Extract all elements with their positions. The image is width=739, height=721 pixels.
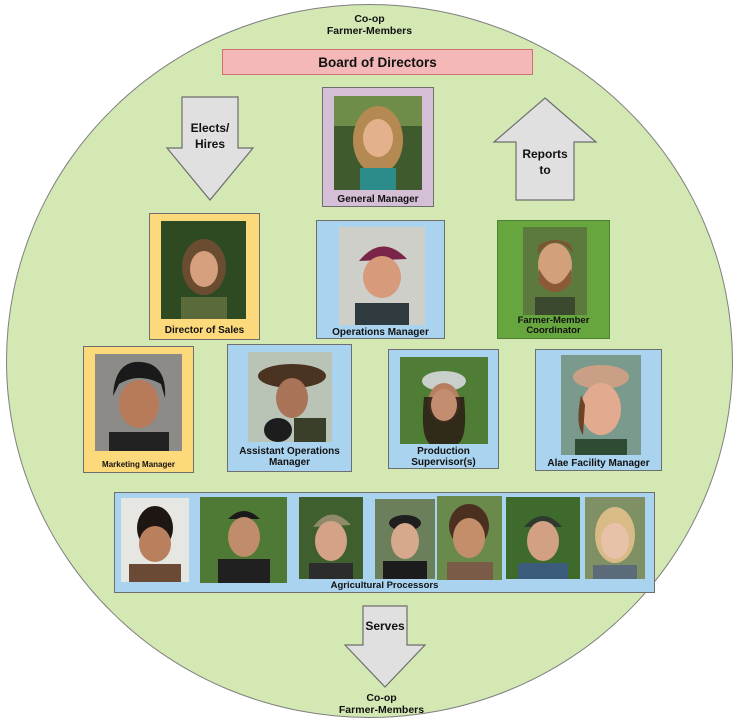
serves-arrow: Serves — [343, 605, 427, 689]
to-label: to — [539, 163, 551, 177]
bottom-label-line2: Farmer-Members — [338, 704, 425, 716]
production-label-line2: Supervisor(s) — [411, 457, 476, 468]
top-label-line2: Farmer-Members — [326, 25, 413, 37]
top-label: Co-op Farmer-Members — [300, 13, 439, 37]
top-label-line1: Co-op — [354, 13, 385, 25]
reports-to-arrow: Reports to — [492, 96, 598, 202]
agricultural-processors-card: Agricultural Processors — [114, 492, 655, 593]
assistant-operations-label-line1: Assistant Operations — [239, 446, 340, 457]
marketing-manager-photo — [95, 354, 182, 451]
bottom-label: Co-op Farmer-Members — [300, 692, 463, 716]
director-of-sales-label: Director of Sales — [164, 325, 245, 336]
alae-facility-manager-photo — [561, 355, 641, 455]
general-manager-photo — [334, 96, 422, 190]
processor-photo-7 — [585, 497, 645, 579]
production-supervisor-card: Production Supervisor(s) — [388, 349, 499, 469]
farmer-member-coordinator-photo — [523, 227, 587, 315]
board-label: Board of Directors — [318, 54, 437, 70]
farmer-member-coordinator-label-line2: Coordinator — [526, 325, 581, 336]
elects-hires-arrow: Elects/ Hires — [165, 96, 255, 202]
assistant-operations-manager-photo — [248, 352, 332, 442]
production-supervisor-photo — [400, 357, 488, 444]
marketing-manager-label: Marketing Manager — [102, 460, 175, 469]
farmer-member-coordinator-card: Farmer-Member Coordinator — [497, 220, 610, 339]
alae-facility-manager-card: Alae Facility Manager — [535, 349, 662, 471]
board-of-directors-box: Board of Directors — [222, 49, 533, 75]
processor-photo-3 — [299, 497, 363, 579]
assistant-operations-manager-card: Assistant Operations Manager — [227, 344, 352, 472]
director-of-sales-photo — [161, 221, 246, 319]
processor-photo-1 — [121, 498, 189, 582]
production-label-line1: Production — [417, 446, 470, 457]
farmer-member-coordinator-label-line1: Farmer-Member — [517, 315, 590, 326]
assistant-operations-label-line2: Manager — [268, 457, 311, 468]
hires-label: Hires — [194, 137, 226, 151]
bottom-label-line1: Co-op — [366, 692, 397, 704]
agricultural-processors-label: Agricultural Processors — [330, 580, 439, 591]
operations-manager-card: Operations Manager — [316, 220, 445, 339]
director-of-sales-card: Director of Sales — [149, 213, 260, 340]
serves-label: Serves — [365, 619, 405, 633]
alae-facility-manager-label: Alae Facility Manager — [547, 458, 650, 469]
processor-photo-5 — [437, 496, 502, 580]
general-manager-label: General Manager — [337, 194, 419, 205]
reports-label: Reports — [522, 147, 568, 161]
elects-label: Elects/ — [190, 121, 230, 135]
operations-manager-label: Operations Manager — [332, 327, 429, 338]
processor-photo-6 — [506, 497, 580, 579]
processor-photo-4 — [375, 499, 435, 579]
general-manager-card: General Manager — [322, 87, 434, 207]
marketing-manager-card: Marketing Manager — [83, 346, 194, 473]
operations-manager-photo — [339, 227, 425, 325]
processor-photo-2 — [200, 497, 287, 583]
